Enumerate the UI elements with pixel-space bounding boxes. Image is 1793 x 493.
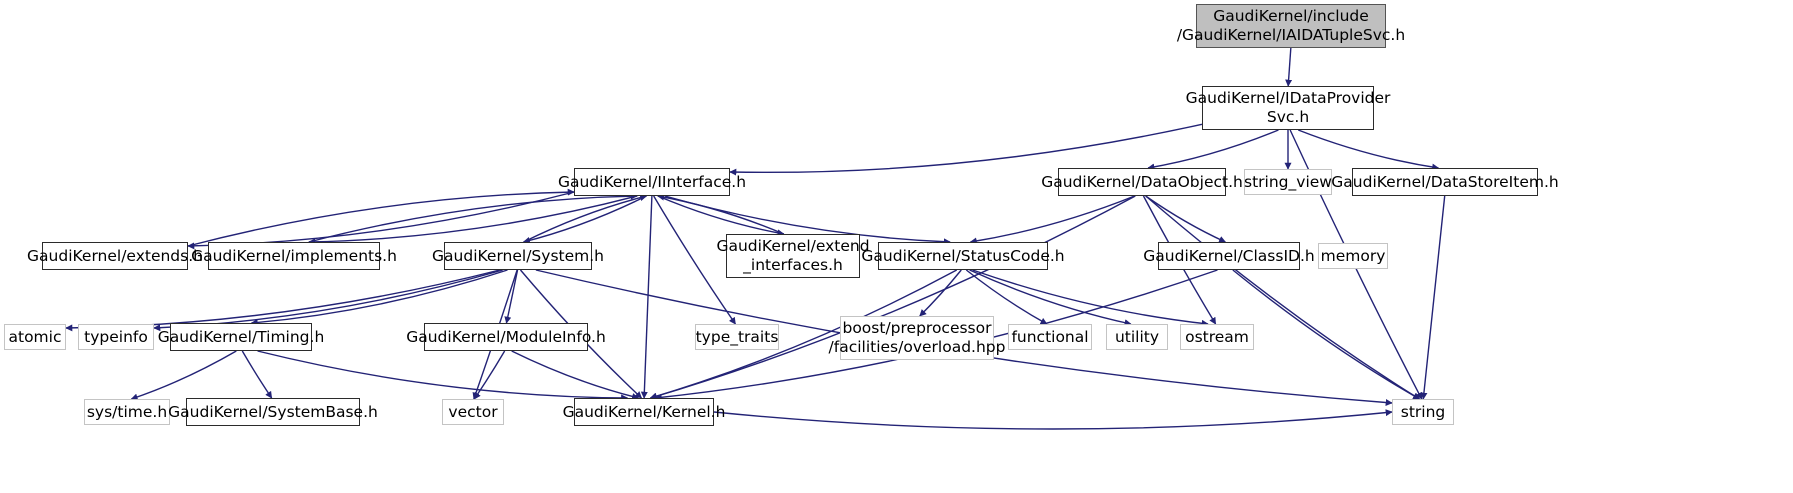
graph-edge (713, 409, 1393, 430)
graph-edge (1420, 195, 1446, 400)
graph-node-n22[interactable]: sys/time.h (84, 399, 170, 425)
graph-node-label: functional (1011, 327, 1089, 346)
graph-node-label: sys/time.h (86, 402, 168, 421)
graph-edge (250, 269, 508, 326)
graph-edge (130, 350, 237, 401)
graph-edge (153, 269, 503, 332)
graph-node-n21[interactable]: ostream (1180, 324, 1254, 350)
graph-node-n17[interactable]: type_traits (695, 324, 779, 350)
graph-edge (657, 193, 785, 235)
graph-node-label: GaudiKernel/SystemBase.h (168, 402, 378, 421)
graph-node-label: GaudiKernel/StatusCode.h (861, 246, 1065, 265)
graph-node-n20[interactable]: utility (1106, 324, 1168, 350)
graph-node-label: GaudiKernel/ModuleInfo.h (406, 327, 606, 346)
graph-node-n8[interactable]: GaudiKernel/System.h (432, 242, 604, 270)
graph-node-label: atomic (8, 327, 62, 346)
graph-edge (523, 194, 648, 243)
graph-edge (1298, 129, 1440, 171)
graph-node-n14[interactable]: typeinfo (78, 324, 154, 350)
graph-node-label: GaudiKernel/IDataProvider Svc.h (1185, 89, 1391, 126)
graph-node-n6[interactable]: GaudiKernel/extends.h (27, 242, 203, 270)
graph-node-label: string (1400, 402, 1446, 421)
graph-node-n13[interactable]: atomic (4, 324, 66, 350)
graph-edge (522, 195, 647, 244)
graph-edge (729, 123, 1203, 176)
graph-node-n1[interactable]: GaudiKernel/IDataProvider Svc.h (1186, 86, 1390, 130)
graph-node-label: GaudiKernel/extend _interfaces.h (716, 237, 870, 274)
graph-node-n3[interactable]: GaudiKernel/DataObject.h (1041, 168, 1243, 196)
graph-node-label: memory (1320, 246, 1386, 265)
graph-node-n9[interactable]: GaudiKernel/extend _interfaces.h (716, 234, 870, 278)
graph-node-label: GaudiKernel/Timing.h (157, 327, 325, 346)
graph-edge (1147, 129, 1279, 171)
graph-edge (187, 188, 575, 247)
graph-node-n19[interactable]: functional (1008, 324, 1092, 350)
graph-node-n7[interactable]: GaudiKernel/implements.h (191, 242, 397, 270)
graph-node-n15[interactable]: GaudiKernel/Timing.h (158, 323, 324, 351)
graph-edge (65, 269, 500, 332)
graph-node-label: GaudiKernel/DataStoreItem.h (1331, 172, 1559, 191)
graph-node-label: GaudiKernel/implements.h (191, 246, 397, 265)
graph-node-label: boost/preprocessor /facilities/overload.… (828, 319, 1006, 356)
graph-node-n26[interactable]: string (1392, 399, 1454, 425)
graph-node-n10[interactable]: GaudiKernel/StatusCode.h (861, 242, 1065, 270)
graph-node-n0[interactable]: GaudiKernel/include /GaudiKernel/IAIDATu… (1177, 4, 1405, 48)
graph-edge (1145, 195, 1227, 243)
graph-node-n2[interactable]: GaudiKernel/IInterface.h (558, 168, 746, 196)
graph-edge (1232, 269, 1421, 400)
graph-node-n4[interactable]: string_view (1244, 169, 1332, 195)
graph-edge (504, 269, 519, 324)
graph-node-n5[interactable]: GaudiKernel/DataStoreItem.h (1331, 168, 1559, 196)
graph-node-label: GaudiKernel/extends.h (27, 246, 203, 265)
graph-node-label: GaudiKernel/ClassID.h (1143, 246, 1315, 265)
graph-edge (969, 195, 1135, 245)
graph-edge (257, 350, 629, 402)
graph-node-n24[interactable]: vector (442, 399, 504, 425)
graph-node-label: type_traits (695, 327, 779, 346)
graph-edge (972, 269, 1209, 327)
graph-node-label: GaudiKernel/include /GaudiKernel/IAIDATu… (1176, 7, 1406, 44)
graph-edge (241, 350, 273, 399)
graph-node-label: utility (1114, 327, 1160, 346)
graph-node-n25[interactable]: GaudiKernel/Kernel.h (563, 398, 725, 426)
graph-edge (640, 195, 653, 399)
graph-node-n23[interactable]: GaudiKernel/SystemBase.h (168, 398, 378, 426)
graph-edge (511, 350, 640, 400)
graph-node-label: ostream (1185, 327, 1249, 346)
graph-edge (308, 192, 638, 243)
graph-node-label: GaudiKernel/Kernel.h (562, 402, 726, 421)
graph-node-label: typeinfo (84, 327, 148, 346)
graph-node-label: GaudiKernel/IInterface.h (557, 172, 747, 191)
graph-node-label: vector (448, 402, 498, 421)
graph-edge (657, 195, 785, 237)
graph-edge (1285, 47, 1293, 87)
graph-edge (308, 195, 638, 246)
graph-node-n11[interactable]: GaudiKernel/ClassID.h (1143, 242, 1315, 270)
graph-edge (473, 350, 506, 400)
graph-node-n16[interactable]: GaudiKernel/ModuleInfo.h (406, 323, 606, 351)
graph-edge (1145, 195, 1421, 400)
graph-edge (187, 191, 575, 250)
graph-node-n12[interactable]: memory (1318, 243, 1388, 269)
graph-edge (649, 195, 1136, 400)
graph-edge (919, 269, 962, 317)
graph-node-label: GaudiKernel/System.h (432, 246, 604, 265)
graph-node-label: GaudiKernel/DataObject.h (1041, 172, 1243, 191)
graph-node-n18[interactable]: boost/preprocessor /facilities/overload.… (829, 316, 1005, 360)
graph-node-label: string_view (1244, 172, 1332, 191)
